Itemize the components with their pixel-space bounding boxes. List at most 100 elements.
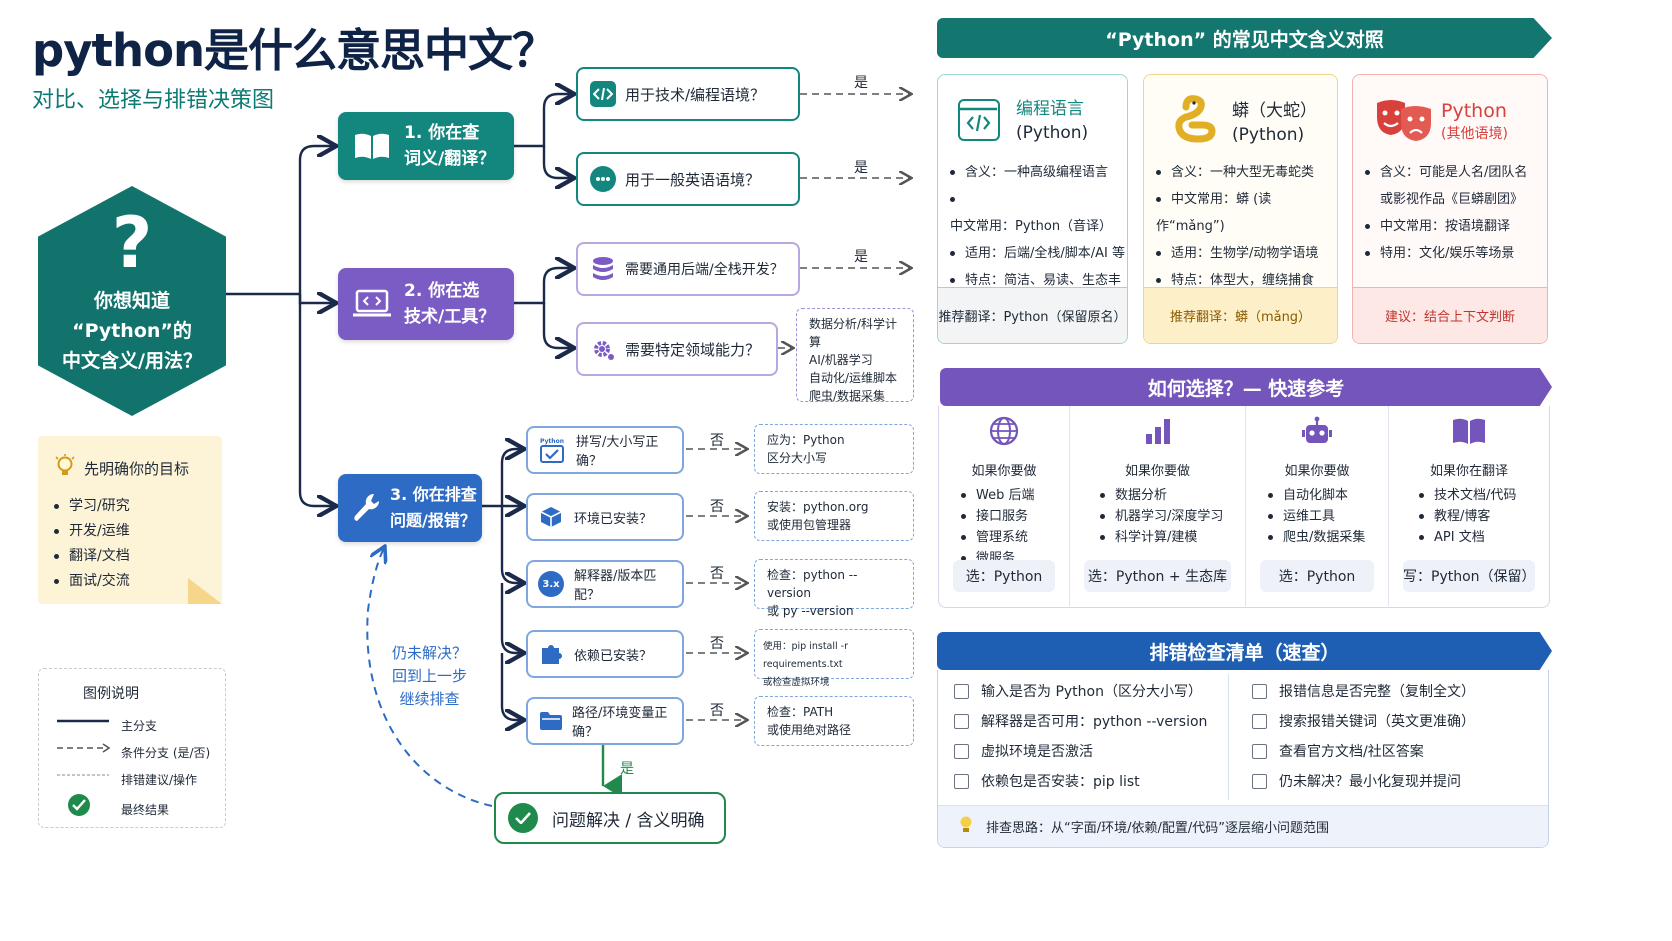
checkbox[interactable] [954, 713, 969, 729]
advice-line: 区分大小写 [767, 451, 828, 465]
goal-item: 翻译/文档 [69, 548, 130, 564]
branch-label-line: 2. 你在选 [404, 281, 480, 301]
checkbox[interactable] [1252, 743, 1267, 759]
quick-col-translate: 如果你在翻译 技术文档/代码 教程/博客 API 文档 写：Python（保留） [1389, 406, 1549, 606]
checklist-item[interactable]: 解释器是否可用：python --version [954, 706, 1207, 736]
question-interpreter-version[interactable]: 3.x 解释器/版本匹配？ [526, 560, 684, 608]
card-title: Python [1441, 100, 1507, 122]
question-general-english[interactable]: 用于一般英语语境？ [576, 152, 800, 206]
page-title: python是什么意思中文？ [32, 24, 557, 77]
checklist-text: 仍未解决？最小化复现并提问 [1279, 774, 1461, 790]
goal-item: 开发/运维 [69, 523, 130, 539]
list-item: 科学计算/建模 [1100, 527, 1245, 548]
branch-label-line: 问题/报错？ [390, 511, 476, 530]
domain-item: 自动化/运维脚本 [809, 371, 898, 385]
checklist-item[interactable]: 仍未解决？最小化复现并提问 [1252, 766, 1475, 796]
quick-col-data: 如果你要做 数据分析 机器学习/深度学习 科学计算/建模 选：Python + … [1070, 406, 1246, 606]
center-text-line: “Python”的 [72, 320, 192, 342]
final-result-node[interactable]: 问题解决 / 含义明确 [494, 792, 726, 844]
list-item: 或影视作品《巨蟒剧团》 [1365, 186, 1527, 213]
main-branches [226, 94, 572, 720]
package-box-icon [538, 504, 564, 530]
question-tech-context[interactable]: 用于技术/编程语境？ [576, 67, 800, 121]
card-title: 蟒（大蛇） [1232, 101, 1317, 121]
checklist-item[interactable]: 输入是否为 Python（区分大小写） [954, 676, 1207, 706]
goal-title: 先明确你的目标 [84, 459, 190, 478]
advice-line: 或 py --version [767, 604, 854, 618]
checkbox[interactable] [1252, 773, 1267, 789]
column-divider [1228, 674, 1229, 800]
snake-icon [1172, 95, 1218, 147]
theater-masks-icon [1375, 99, 1433, 147]
checkbox[interactable] [1252, 683, 1267, 699]
list-item: 含义：一种大型无毒蛇类 [1156, 159, 1337, 186]
meanings-header: “Python” 的常见中文含义对照 [937, 18, 1552, 58]
question-text: 环境已安装？ [574, 511, 653, 527]
question-mark-icon: ? [111, 202, 153, 284]
center-question-node[interactable]: ? 你想知道 “Python”的 中文含义/用法？ [38, 186, 226, 416]
list-item: 面试/交流 [54, 569, 208, 594]
meaning-card-other: Python (其他语境) 含义：可能是人名/团队名 或影视作品《巨蟒剧团》 中文… [1352, 74, 1548, 344]
checklist-text: 解释器是否可用：python --version [981, 714, 1208, 730]
question-installed[interactable]: 环境已安装？ [526, 493, 684, 541]
card-subtitle: (Python) [1016, 123, 1089, 143]
quick-item: 接口服务 [976, 509, 1029, 524]
list-item: 爬虫/数据采集 [1268, 527, 1388, 548]
card-item: 中文常用：Python（音译） [950, 219, 1113, 234]
branch-translate[interactable]: 1. 你在查词义/翻译？ [338, 112, 514, 180]
legend: 图例说明 主分支 条件分支 (是/否) 排错建议/操作 最终结果 [38, 668, 226, 828]
card-subtitle: (其他语境) [1441, 126, 1508, 142]
card-item: 含义：一种高级编程语言 [965, 165, 1109, 180]
meaning-card-programming: 编程语言(Python) 含义：一种高级编程语言 中文常用：Python（音译）… [937, 74, 1128, 344]
checkbox[interactable] [954, 683, 969, 699]
list-item: 学习/研究 [54, 494, 208, 519]
checklist-text: 报错信息是否完整（复制全文） [1279, 684, 1475, 700]
card-item: 中文常用：按语境翻译 [1380, 219, 1511, 234]
list-item: 开发/运维 [54, 519, 208, 544]
question-dependencies[interactable]: 依赖已安装？ [526, 630, 684, 678]
card-item: 含义：一种大型无毒蛇类 [1171, 165, 1315, 180]
question-text: 依赖已安装？ [574, 648, 653, 664]
question-path[interactable]: 路径/环境变量正确？ [526, 697, 684, 745]
checklist-item[interactable]: 依赖包是否安装：pip list [954, 766, 1207, 796]
checkbox[interactable] [954, 743, 969, 759]
checkbox[interactable] [1252, 713, 1267, 729]
checklist-text: 搜索报错关键词（英文更准确） [1279, 714, 1475, 730]
question-text: 拼写/大小写正确？ [576, 435, 659, 469]
card-item: 含义：可能是人名/团队名 [1380, 165, 1528, 180]
quick-col-head: 如果你要做 [971, 464, 1037, 479]
center-text-line: 你想知道 [93, 290, 170, 312]
checkbox[interactable] [954, 773, 969, 789]
domain-item: 爬虫/数据采集 [809, 389, 886, 403]
list-item: 自动化脚本 [1268, 485, 1388, 506]
quick-pick: 选：Python [1260, 560, 1374, 592]
card-item: 适用：后端/全栈/脚本/AI 等 [965, 246, 1125, 261]
card-footer: 推荐翻译：蟒（mǎng） [1144, 287, 1337, 343]
edge-label-no: 否 [710, 499, 724, 515]
branch-label-line: 技术/工具？ [404, 307, 496, 327]
checklist-item[interactable]: 报错信息是否完整（复制全文） [1252, 676, 1475, 706]
lightbulb-icon [54, 454, 76, 482]
branch-troubleshoot[interactable]: 3. 你在排查问题/报错？ [338, 474, 482, 542]
branch-choose-tech[interactable]: 2. 你在选技术/工具？ [338, 268, 514, 340]
list-item: 适用：后端/全栈/脚本/AI 等 [950, 240, 1127, 267]
checklist-item[interactable]: 查看官方文档/社区答案 [1252, 736, 1475, 766]
domain-item: AI/机器学习 [809, 353, 873, 367]
list-item: 中文常用：蟒 (读作“mǎng”) [1156, 186, 1337, 240]
question-spelling[interactable]: Python 拼写/大小写正确？ [526, 426, 684, 474]
final-result-text: 问题解决 / 含义明确 [552, 810, 705, 831]
list-item: 数据分析 [1100, 485, 1245, 506]
edge-label-yes: 是 [854, 75, 868, 91]
list-item: 适用：生物学/动物学语境 [1156, 240, 1337, 267]
checklist-item[interactable]: 虚拟环境是否激活 [954, 736, 1207, 766]
lightbulb-icon [958, 815, 974, 839]
question-domain[interactable]: 需要特定领域能力？ [576, 322, 778, 376]
checklist-item[interactable]: 搜索报错关键词（英文更准确） [1252, 706, 1475, 736]
card-footer: 建议：结合上下文判断 [1353, 287, 1547, 343]
icon-caption: Python [540, 437, 564, 445]
question-backend[interactable]: 需要通用后端/全栈开发？ [576, 242, 800, 296]
